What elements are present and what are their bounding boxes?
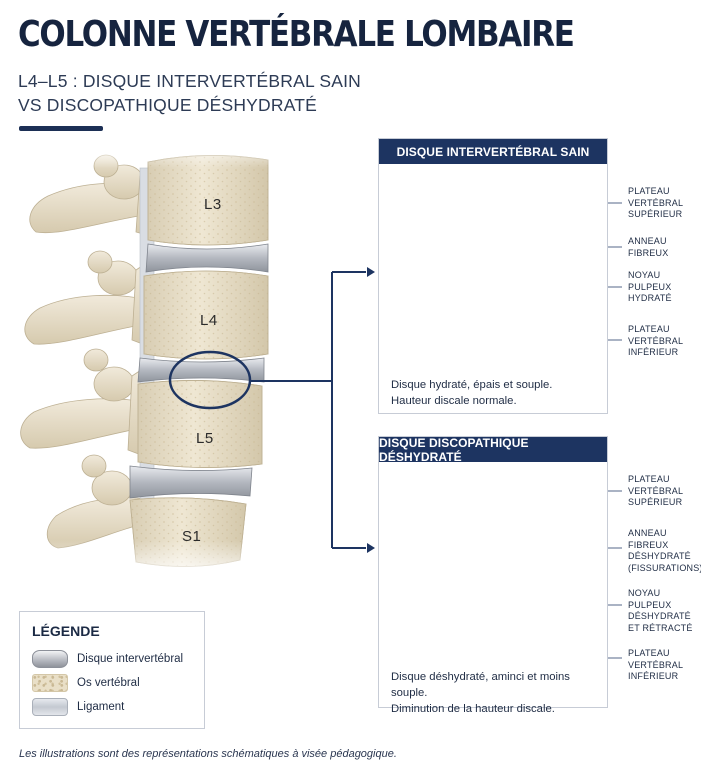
legend-label-bone: Os vertébral — [77, 677, 140, 689]
tag-line: INFÉRIEUR — [628, 347, 683, 359]
tag-line: VERTÉBRAL — [628, 660, 683, 672]
bone-swatch — [32, 674, 68, 692]
fade-top — [20, 140, 280, 168]
legend-item-ligament: Ligament — [32, 698, 124, 716]
degenerated-caption-line-2: Diminution de la hauteur discale. — [391, 701, 607, 717]
healthy-disc-panel: DISQUE INTERVERTÉBRAL SAIN Disque hydrat… — [378, 138, 608, 414]
tag-line: SUPÉRIEUR — [628, 209, 683, 221]
tag-line: PULPEUX — [628, 282, 672, 294]
tag-line: ET RÉTRACTÉ — [628, 623, 693, 635]
tag-healthy-upper-endplate: PLATEAU VERTÉBRAL SUPÉRIEUR — [628, 186, 683, 221]
tag-line: VERTÉBRAL — [628, 198, 683, 210]
degenerated-disc-panel: DISQUE DISCOPATHIQUE DÉSHYDRATÉ Disque d… — [378, 436, 608, 708]
legend-label-disc: Disque intervertébral — [77, 653, 183, 665]
tag-line: INFÉRIEUR — [628, 671, 683, 683]
tag-line: PLATEAU — [628, 186, 683, 198]
tag-line: HYDRATÉ — [628, 293, 672, 305]
tag-degenerated-lower-endplate: PLATEAU VERTÉBRAL INFÉRIEUR — [628, 648, 683, 683]
degenerated-caption-line-1: Disque déshydraté, aminci et moins soupl… — [391, 669, 607, 701]
healthy-panel-header: DISQUE INTERVERTÉBRAL SAIN — [379, 139, 607, 164]
arrow-head-healthy — [367, 267, 375, 277]
legend-item-bone: Os vertébral — [32, 674, 140, 692]
tag-line: (FISSURATIONS) — [628, 563, 701, 575]
tag-line: PLATEAU — [628, 324, 683, 336]
tag-degenerated-nucleus: NOYAU PULPEUX DÉSHYDRATÉ ET RÉTRACTÉ — [628, 588, 693, 634]
vertebra-label-s1: S1 — [182, 528, 201, 545]
footnote: Les illustrations sont des représentatio… — [19, 748, 397, 760]
legend-item-disc: Disque intervertébral — [32, 650, 183, 668]
tag-line: VERTÉBRAL — [628, 336, 683, 348]
healthy-caption-line-2: Hauteur discale normale. — [391, 393, 552, 409]
degenerated-panel-header: DISQUE DISCOPATHIQUE DÉSHYDRATÉ — [379, 437, 607, 462]
tag-line: DÉSHYDRATÉ — [628, 551, 701, 563]
degenerated-panel-caption: Disque déshydraté, aminci et moins soupl… — [391, 669, 607, 717]
tag-line: DÉSHYDRATÉ — [628, 611, 693, 623]
disc-swatch — [32, 650, 68, 668]
tag-line: PLATEAU — [628, 474, 683, 486]
tag-line: VERTÉBRAL — [628, 486, 683, 498]
legend-label-ligament: Ligament — [77, 701, 124, 713]
healthy-caption-line-1: Disque hydraté, épais et souple. — [391, 377, 552, 393]
tag-healthy-nucleus: NOYAU PULPEUX HYDRATÉ — [628, 270, 672, 305]
tag-line: NOYAU — [628, 270, 672, 282]
healthy-panel-caption: Disque hydraté, épais et souple. Hauteur… — [391, 377, 552, 409]
vertebra-label-l3: L3 — [204, 196, 222, 213]
tag-healthy-annulus: ANNEAU FIBREUX — [628, 236, 668, 259]
tag-line: FIBREUX — [628, 248, 668, 260]
legend-box: LÉGENDE Disque intervertébral Os vertébr… — [19, 611, 205, 729]
tag-degenerated-upper-endplate: PLATEAU VERTÉBRAL SUPÉRIEUR — [628, 474, 683, 509]
tag-line: ANNEAU — [628, 236, 668, 248]
arrow-head-degenerated — [367, 543, 375, 553]
tag-line: FIBREUX — [628, 540, 701, 552]
tag-degenerated-annulus: ANNEAU FIBREUX DÉSHYDRATÉ (FISSURATIONS) — [628, 528, 701, 574]
tag-line: PULPEUX — [628, 600, 693, 612]
tag-line: PLATEAU — [628, 648, 683, 660]
tag-line: ANNEAU — [628, 528, 701, 540]
tag-line: SUPÉRIEUR — [628, 497, 683, 509]
tag-healthy-lower-endplate: PLATEAU VERTÉBRAL INFÉRIEUR — [628, 324, 683, 359]
fade-bottom — [20, 540, 280, 580]
vertebra-label-l5: L5 — [196, 430, 214, 447]
ligament-swatch — [32, 698, 68, 716]
legend-title: LÉGENDE — [32, 623, 100, 639]
vertebra-label-l4: L4 — [200, 312, 218, 329]
tag-line: NOYAU — [628, 588, 693, 600]
